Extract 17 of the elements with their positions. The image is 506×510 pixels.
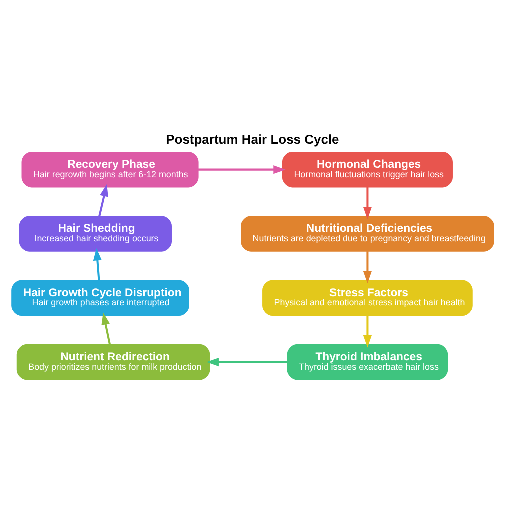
arrow — [93, 248, 102, 280]
arrow — [363, 315, 372, 348]
arrow — [363, 251, 372, 284]
diagram-title: Postpartum Hair Loss Cycle — [166, 132, 340, 147]
arrow — [198, 165, 286, 174]
arrow — [363, 186, 372, 219]
arrow — [102, 312, 112, 344]
node-box: Stress Factors Physical and emotional stress impact hair health — [262, 280, 473, 316]
arrow — [206, 358, 288, 366]
arrow — [98, 184, 108, 216]
node-box: Nutrient Redirection Body prioritizes nutrients for milk production — [16, 344, 210, 380]
node-box: Thyroid Imbalances Thyroid issues exacerbate hair loss — [287, 344, 448, 380]
node-box: Hair Shedding Increased hair shedding occurs — [19, 216, 172, 252]
node-box: Hair Growth Cycle Disruption Hair growth phases are interrupted — [12, 280, 190, 316]
node-box: Hormonal Changes Hormonal fluctuations trigger hair loss — [282, 151, 453, 188]
node-box: Recovery Phase Hair regrowth begins after 6-12 months — [22, 151, 199, 188]
node-box: Nutritional Deficiencies Nutrients are depleted due to pregnancy and breastfeeding — [241, 216, 494, 252]
